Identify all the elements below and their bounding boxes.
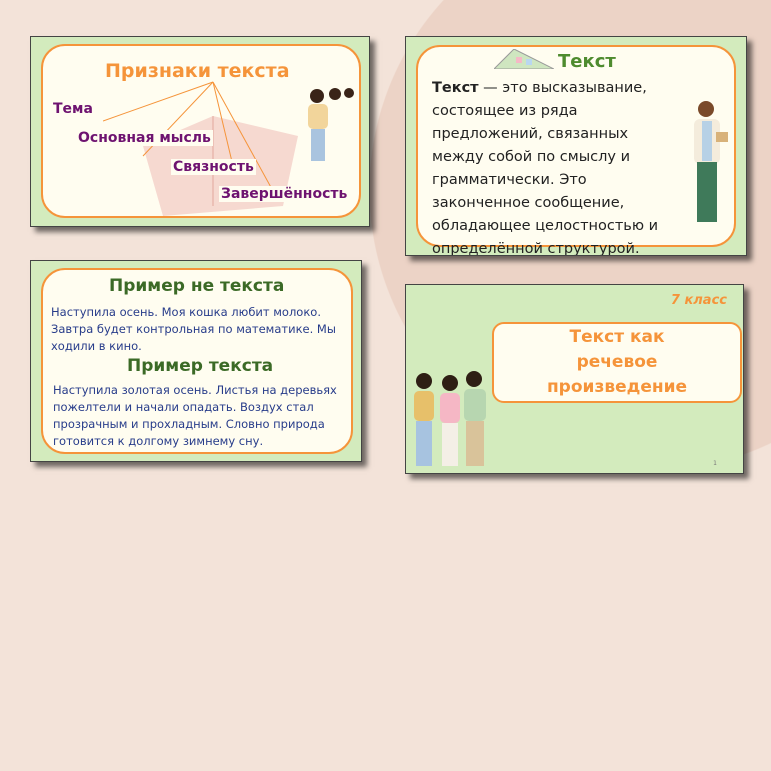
- definition-text: Текст — это высказывание, состоящее из р…: [432, 77, 682, 256]
- feature-label: Основная мысль: [76, 130, 213, 146]
- slide-text-definition[interactable]: Текст Текст — это высказывание, состояще…: [405, 36, 747, 256]
- page-number: 1: [713, 460, 717, 467]
- definition-body: — это высказывание, состоящее из ряда пр…: [432, 80, 659, 256]
- example-title: Пример текста: [127, 356, 274, 376]
- grade-label: 7 класс: [670, 293, 727, 308]
- feature-label: Завершённость: [219, 186, 350, 202]
- example-title: Пример не текста: [109, 276, 285, 296]
- slide-title: Текст: [558, 51, 616, 72]
- slide-card: Текст Текст — это высказывание, состояще…: [416, 45, 736, 255]
- example-text: Наступила золотая осень. Листья на дерев…: [53, 383, 337, 448]
- slide-title: Признаки текста: [105, 60, 290, 82]
- example-text: Наступила осень. Моя кошка любит молоко.…: [51, 305, 336, 353]
- definition-term: Текст: [432, 80, 479, 96]
- students-illustration: [414, 371, 486, 466]
- presentation-title: Текст как речевое произведение: [546, 327, 688, 397]
- feature-label: Тема: [51, 101, 95, 117]
- students-illustration: [308, 88, 354, 161]
- slide-title-page[interactable]: 7 класс Текст как речевое произведение 1: [405, 284, 744, 474]
- slide-card: Пример не текста Наступила осень. Моя ко…: [41, 268, 353, 454]
- teacher-illustration: [694, 101, 728, 222]
- slide-card: Признаки текста Тема Основная мысль Связ…: [41, 44, 361, 218]
- slide-text-examples[interactable]: Пример не текста Наступила осень. Моя ко…: [30, 260, 362, 462]
- feature-label: Связность: [171, 159, 256, 175]
- title-card: Текст как речевое произведение: [492, 322, 742, 403]
- slide-text-features[interactable]: Признаки текста Тема Основная мысль Связ…: [30, 36, 370, 227]
- notebook-illustration: [494, 49, 554, 69]
